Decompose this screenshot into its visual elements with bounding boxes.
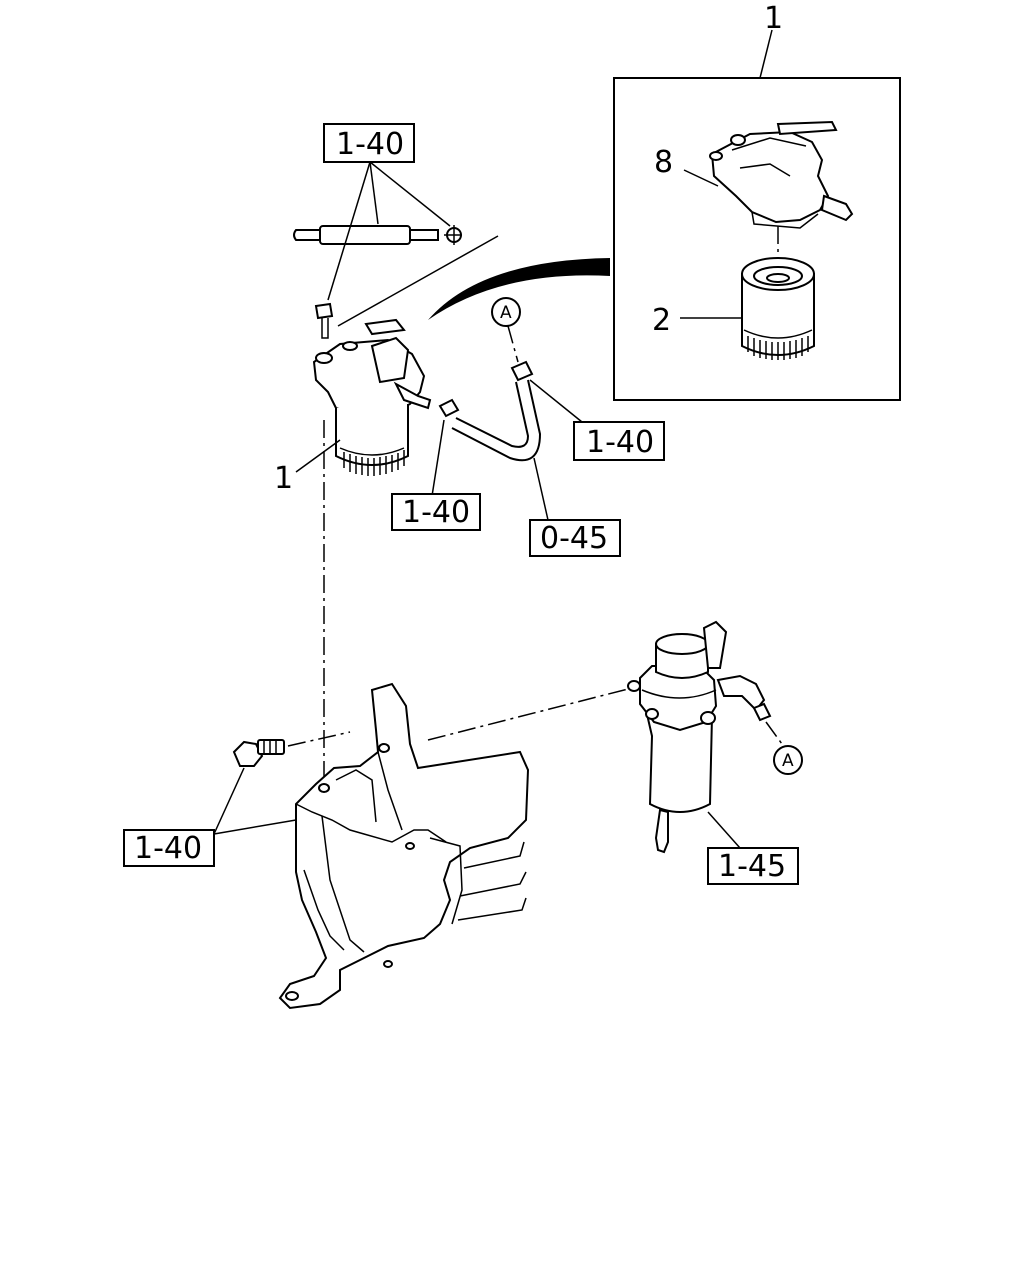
svg-text:A: A (500, 303, 512, 323)
main-filter-number: 1 (274, 461, 293, 496)
svg-text:1-40: 1-40 (336, 127, 404, 162)
inset-frame (613, 77, 901, 401)
bracket-bolt (232, 739, 285, 767)
fuel-hose (451, 360, 542, 462)
callout-clamp-left[interactable]: 1-40 (391, 493, 481, 531)
callout-bolt[interactable]: 1-40 (123, 829, 215, 867)
svg-text:1-40: 1-40 (134, 831, 202, 866)
inset-assembly-number: 1 (764, 1, 783, 36)
svg-text:0-45: 0-45 (540, 521, 608, 556)
top-pipe-and-clamp (293, 225, 499, 327)
outlet-clamp (438, 398, 460, 418)
svg-text:1-40: 1-40 (402, 495, 470, 530)
mounting-bracket (278, 682, 530, 1010)
connector-a-upper: A (491, 297, 521, 327)
svg-text:1-40: 1-40 (586, 425, 654, 460)
svg-text:A: A (782, 751, 794, 771)
callout-hose[interactable]: 0-45 (529, 519, 621, 557)
secondary-fuel-filter (627, 620, 766, 854)
connector-a-lower: A (773, 745, 803, 775)
callout-filter-right[interactable]: 1-45 (707, 847, 799, 885)
svg-text:1-45: 1-45 (718, 849, 786, 884)
inset-filter-head (709, 120, 854, 229)
callout-top[interactable]: 1-40 (323, 123, 415, 163)
main-fuel-filter (312, 318, 432, 476)
inset-element-number: 2 (652, 303, 671, 338)
inset-head-number: 8 (654, 145, 673, 180)
inset-filter-element (741, 257, 815, 360)
inset-detail: 1 8 2 (613, 1, 901, 401)
detail-arrow (428, 258, 610, 320)
small-bolt (314, 302, 334, 339)
callout-pipe-right[interactable]: 1-40 (573, 421, 665, 461)
